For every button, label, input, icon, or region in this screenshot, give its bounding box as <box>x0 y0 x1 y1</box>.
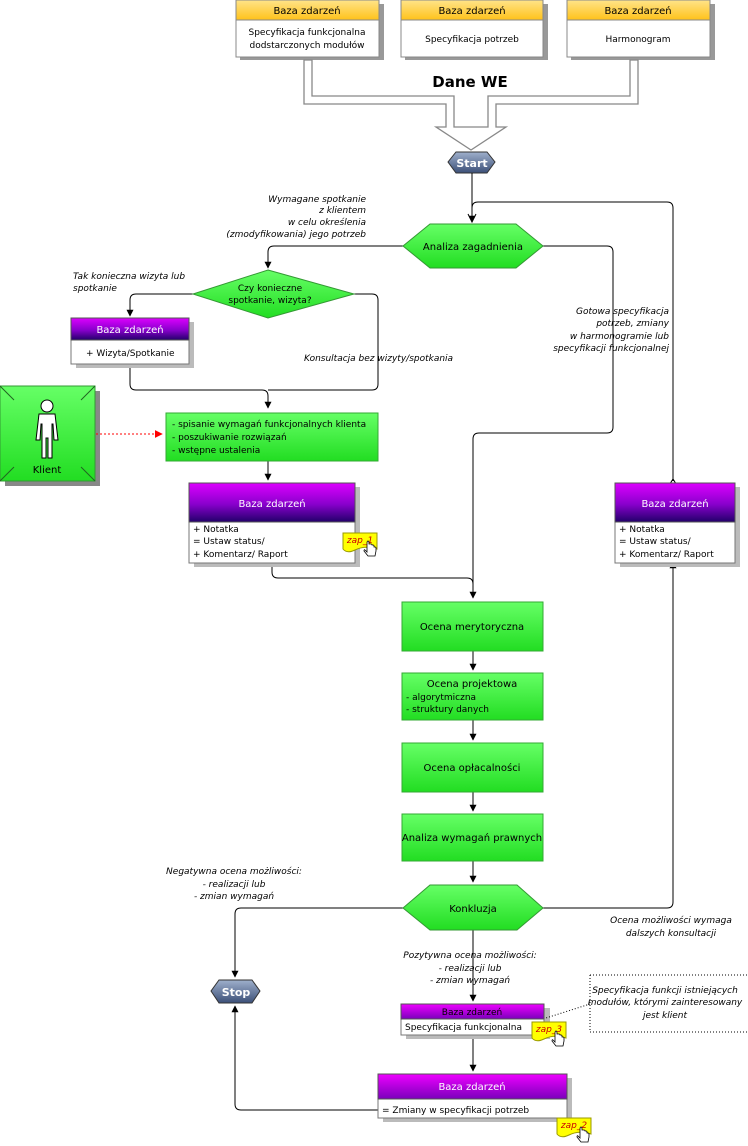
decision-analiza: Analiza zagadnienia <box>402 223 544 269</box>
label-gotowa-4: specyfikacji funkcjonalnej <box>553 344 669 354</box>
label-wymagane-2: z klientem <box>318 206 366 216</box>
event-box-wizyta: Baza zdarzeń + Wizyta/Spotkanie <box>70 317 194 368</box>
process-oplacalnosci: Ocena opłacalności <box>401 742 544 793</box>
actor-klient-label: Klient <box>33 465 62 476</box>
decision-czy-line1: Czy konieczne <box>238 284 303 294</box>
event-box-notatka-left-line2: = Ustaw status/ <box>193 537 266 547</box>
event-box-notatka-right: Baza zdarzeń + Notatka = Ustaw status/ +… <box>614 482 740 567</box>
label-gotowa-3: w harmonogramie lub <box>570 332 669 342</box>
top-input-2-header: Baza zdarzeń <box>438 5 505 17</box>
top-input-1-header: Baza zdarzeń <box>273 5 340 17</box>
top-input-2-line1: Specyfikacja potrzeb <box>425 35 519 45</box>
note-zap1-label: zap_1 <box>346 536 373 546</box>
label-konsultacja: Konsultacja bez wizyty/spotkania <box>304 354 453 364</box>
process-projektowa-line1: - algorytmiczna <box>406 693 476 703</box>
process-spisanie: - spisanie wymagań funkcjonalnych klient… <box>165 412 379 462</box>
data-input-label: Dane WE <box>432 73 507 91</box>
label-negatywna-3: - zmian wymagań <box>194 892 274 902</box>
hand-pointer-icon <box>576 1126 590 1143</box>
label-wymagane-3: w celu określenia <box>288 217 366 228</box>
process-projektowa: Ocena projektowa - algorytmiczna - struk… <box>401 672 544 721</box>
spec-callout-note: Specyfikacja funkcji istniejących modułó… <box>545 974 748 1033</box>
process-spisanie-line1: - spisanie wymagań funkcjonalnych klient… <box>172 420 366 430</box>
event-box-notatka-left-line1: + Notatka <box>193 525 239 535</box>
top-input-3: Baza zdarzeń Harmonogram <box>566 0 715 60</box>
decision-konkluzja: Konkluzja <box>402 884 544 931</box>
process-merytoryczna-label: Ocena merytoryczna <box>420 622 524 633</box>
label-tak-2: spotkanie <box>73 284 117 294</box>
event-box-notatka-left: Baza zdarzeń + Notatka = Ustaw status/ +… <box>188 482 360 567</box>
process-merytoryczna: Ocena merytoryczna <box>401 601 544 652</box>
process-projektowa-line2: - struktury danych <box>406 705 489 715</box>
label-pozytywna-3: - zmian wymagań <box>430 976 510 986</box>
note-zap2[interactable]: zap_2 <box>556 1117 592 1143</box>
process-prawnych-label: Analiza wymagań prawnych <box>402 832 542 844</box>
spec-callout-line2: modułów, którymi zainteresowany <box>588 997 743 1008</box>
top-input-1-line2: dodstarczonych modułów <box>249 40 364 51</box>
start-label: Start <box>456 157 487 170</box>
actor-klient: Klient <box>0 385 100 486</box>
top-input-2: Baza zdarzeń Specyfikacja potrzeb <box>400 0 548 60</box>
label-wymagane-4: (zmodyfikowania) jego potrzeb <box>226 230 366 240</box>
process-prawnych: Analiza wymagań prawnych <box>401 813 544 862</box>
top-input-1: Baza zdarzeń Specyfikacja funkcjonalna d… <box>235 0 384 60</box>
event-box-wizyta-header: Baza zdarzeń <box>96 324 163 336</box>
event-box-zmiany-header: Baza zdarzeń <box>438 1081 505 1093</box>
start-terminator: Start <box>447 151 496 174</box>
hand-pointer-icon <box>551 1030 565 1047</box>
event-box-notatka-right-header: Baza zdarzeń <box>641 498 708 510</box>
label-pozytywna-1: Pozytywna ocena możliwości: <box>403 950 536 961</box>
label-negatywna-2: - realizacji lub <box>203 880 266 890</box>
note-zap2-label: zap_2 <box>560 1121 587 1131</box>
note-zap1[interactable]: zap_1 <box>342 532 378 557</box>
event-box-notatka-right-line2: = Ustaw status/ <box>619 537 692 547</box>
event-box-notatka-right-line1: + Notatka <box>619 525 665 535</box>
process-oplacalnosci-label: Ocena opłacalności <box>424 762 521 774</box>
event-box-zmiany-line1: = Zmiany w specyfikacji potrzeb <box>382 1106 529 1116</box>
note-zap3[interactable]: zap_3 <box>531 1021 567 1047</box>
process-spisanie-line3: - wstępne ustalenia <box>172 446 260 456</box>
event-box-wizyta-line1: + Wizyta/Spotkanie <box>86 349 175 359</box>
decision-czy-konieczne: Czy konieczne spotkanie, wizyta? <box>191 269 356 319</box>
event-box-notatka-left-line3: + Komentarz/ Raport <box>193 550 288 560</box>
stop-label: Stop <box>222 986 251 999</box>
label-ocena-mozliwosci-1: Ocena możliwości wymaga <box>610 915 732 926</box>
connectors <box>126 173 677 1111</box>
spec-callout-line1: Specyfikacja funkcji istniejących <box>592 986 738 996</box>
process-spisanie-line2: - poszukiwanie rozwiązań <box>172 433 287 443</box>
top-input-3-line1: Harmonogram <box>605 35 670 45</box>
data-input-funnel-arrow <box>303 59 639 151</box>
person-icon <box>35 399 59 459</box>
spec-callout-line3: jest klient <box>641 1011 688 1021</box>
event-box-spec-func-header: Baza zdarzeń <box>442 1008 502 1018</box>
decision-analiza-label: Analiza zagadnienia <box>423 242 523 253</box>
label-ocena-mozliwosci-2: dalszych konsultacji <box>626 929 717 939</box>
note-zap3-label: zap_3 <box>535 1025 562 1035</box>
event-box-spec-func: Baza zdarzeń Specyfikacja funkcjonalna <box>400 1003 550 1039</box>
event-box-spec-func-line1: Specyfikacja funkcjonalna <box>405 1023 522 1033</box>
label-gotowa-2: potrzeb, zmiany <box>595 319 669 329</box>
label-tak-1: Tak konieczna wizyta lub <box>73 272 185 282</box>
label-negatywna-1: Negatywna ocena możliwości: <box>166 866 302 877</box>
analiza-arrowhead <box>467 213 477 224</box>
label-gotowa-1: Gotowa specyfikacja <box>576 307 669 317</box>
label-pozytywna-2: - realizacji lub <box>439 964 502 974</box>
top-input-3-header: Baza zdarzeń <box>604 5 671 17</box>
event-box-notatka-right-line3: + Komentarz/ Raport <box>619 550 714 560</box>
decision-konkluzja-label: Konkluzja <box>449 904 497 915</box>
decision-czy-line2: spotkanie, wizyta? <box>228 296 311 306</box>
event-box-zmiany: Baza zdarzeń = Zmiany w specyfikacji pot… <box>377 1073 572 1122</box>
event-box-notatka-left-header: Baza zdarzeń <box>238 498 305 510</box>
label-wymagane-1: Wymagane spotkanie <box>268 195 366 205</box>
hand-pointer-icon <box>363 540 377 557</box>
stop-terminator: Stop <box>210 979 261 1004</box>
process-projektowa-title: Ocena projektowa <box>427 679 518 690</box>
top-input-1-line1: Specyfikacja funkcjonalna <box>249 28 366 38</box>
